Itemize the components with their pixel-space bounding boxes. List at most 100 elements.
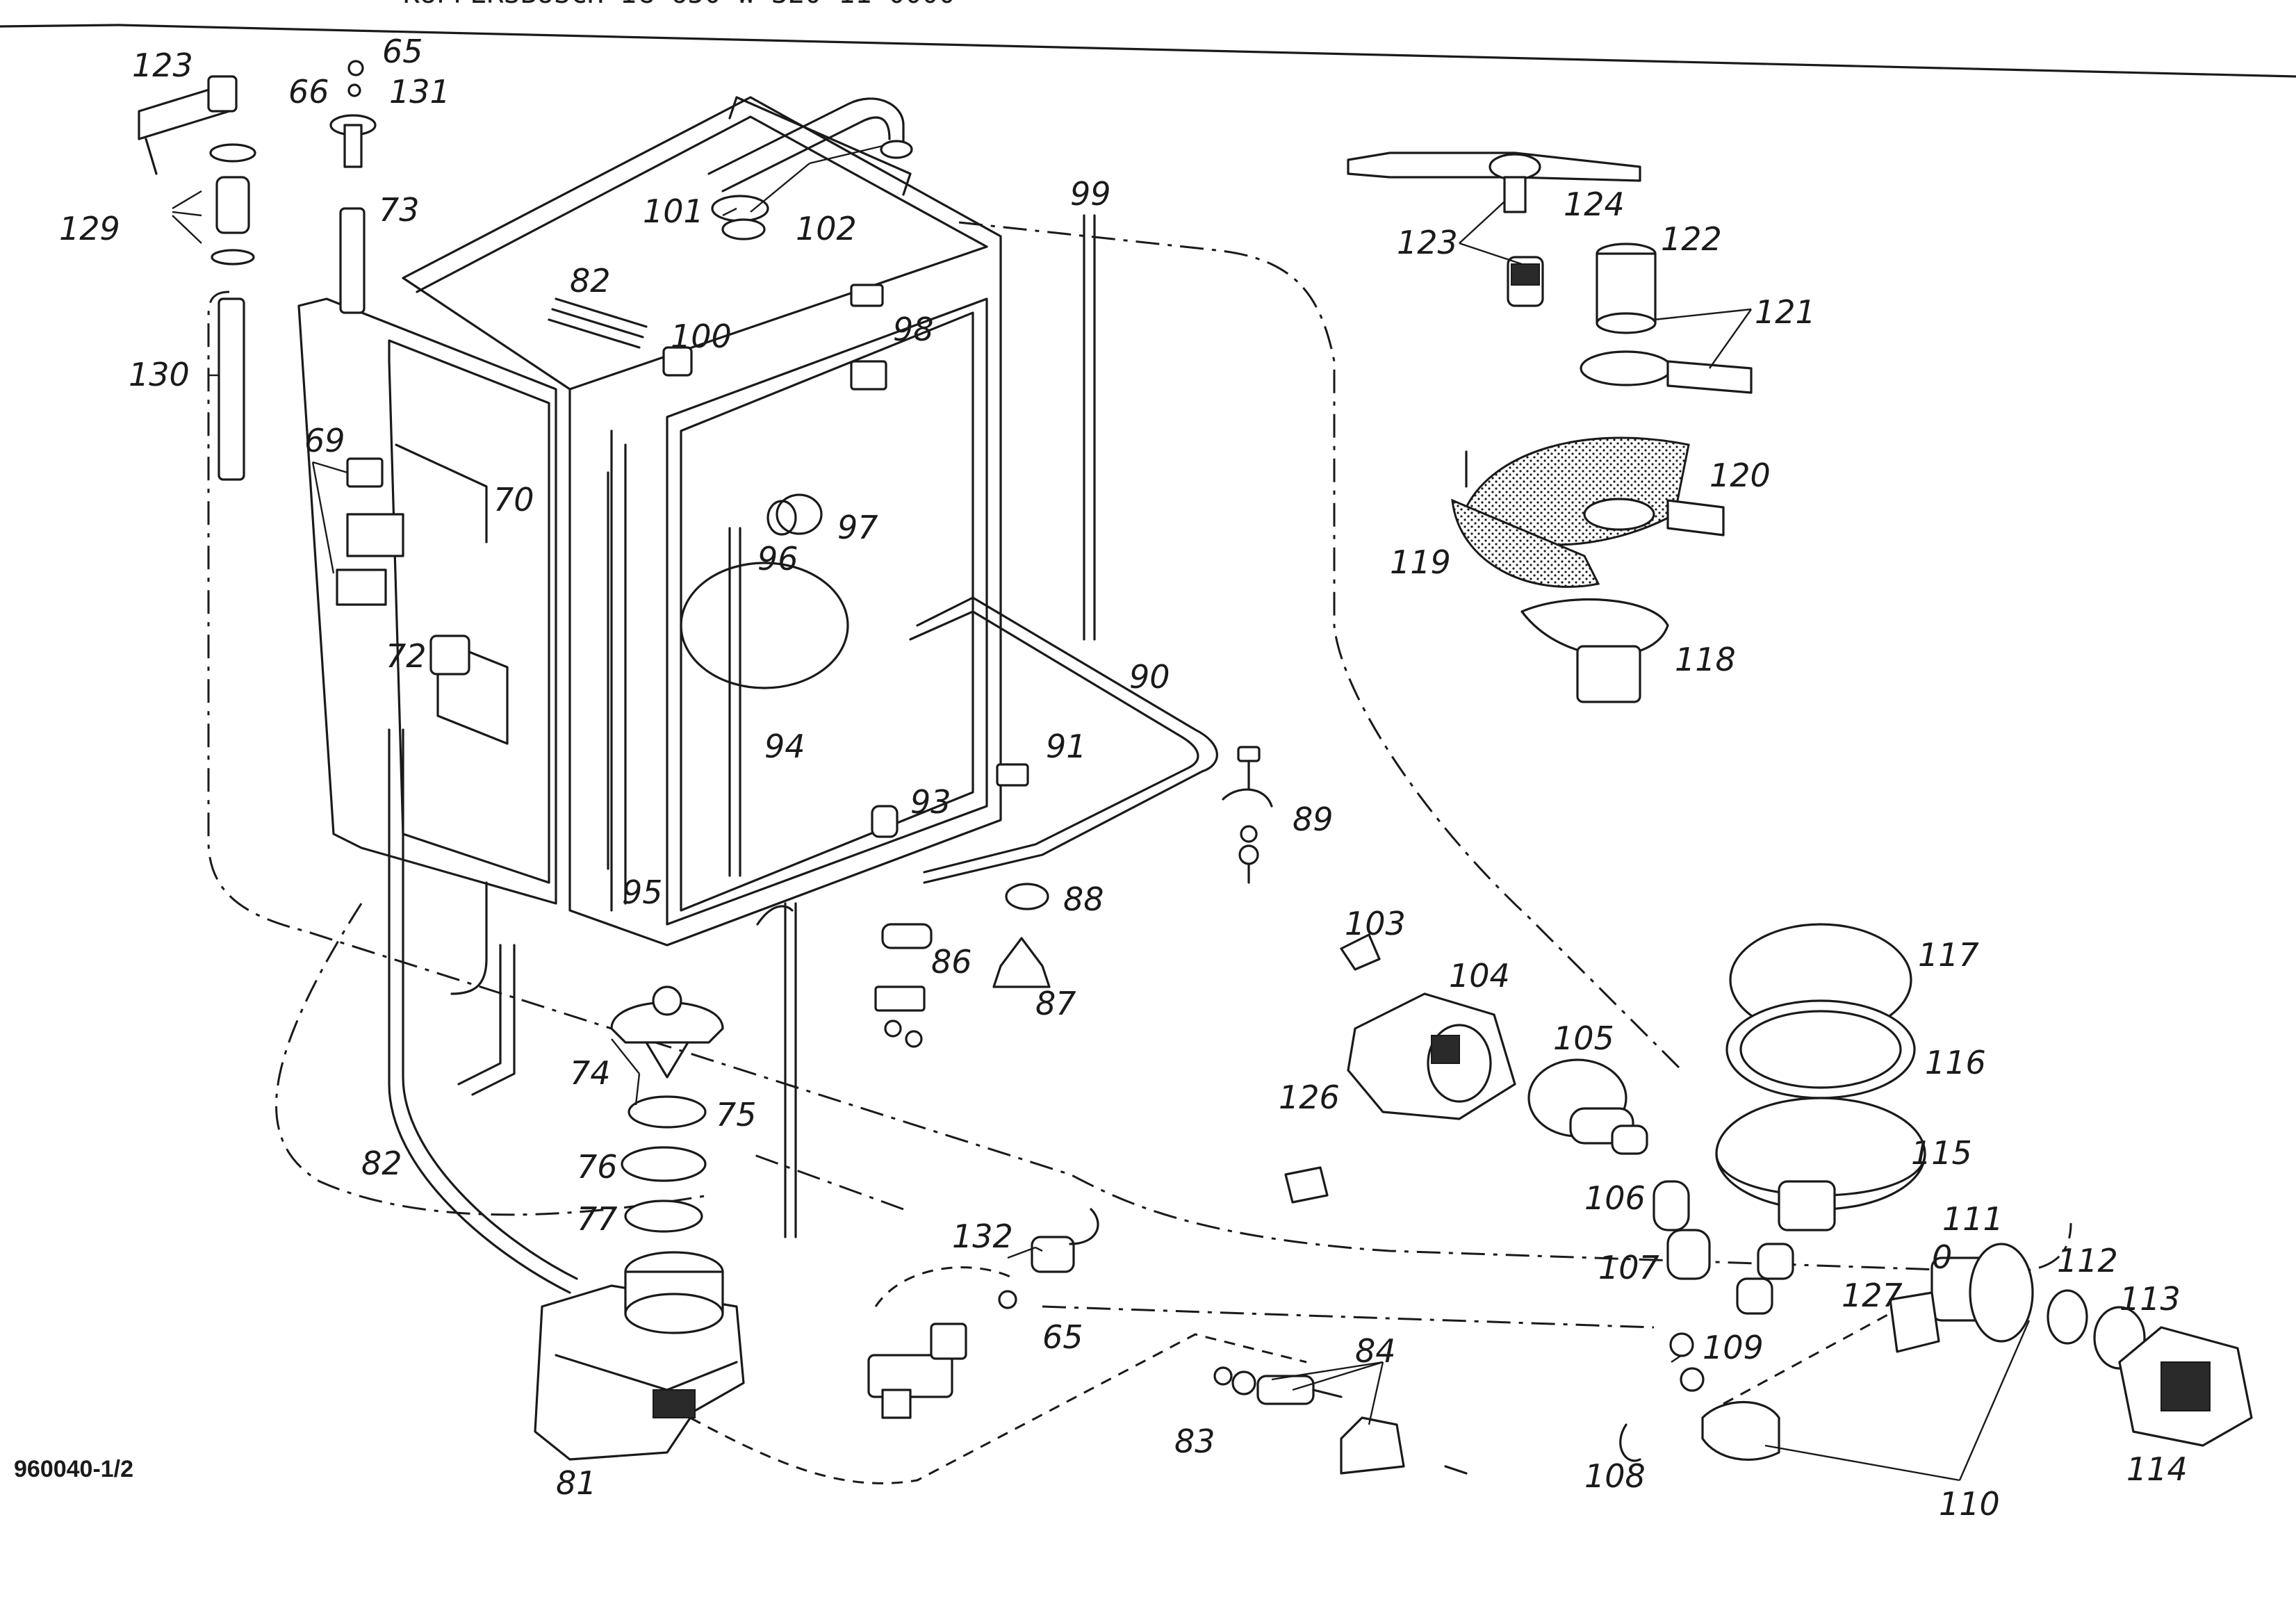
label-95: 95 [622,874,663,911]
label-109: 109 [1703,1329,1764,1366]
label-110: 110 [1939,1485,2000,1523]
part-65b-ring [998,1290,1017,1309]
label-103: 103 [1345,905,1406,942]
label-123b: 123 [1397,224,1458,261]
label-124: 124 [1564,186,1625,223]
part-132-fitting [1031,1208,1099,1273]
label-116: 116 [1925,1044,1986,1081]
label-130: 130 [129,356,190,393]
label-96: 96 [757,540,798,578]
part-89-screw [1222,746,1273,884]
part-127-gasket [1889,1291,1940,1353]
part-109b [1680,1367,1705,1392]
part-130-tube [208,297,245,481]
label-99: 99 [1070,175,1111,213]
part-75-ring [628,1095,707,1129]
label-98: 98 [893,311,934,348]
label-132: 132 [952,1218,1013,1255]
part-118-cup [1576,645,1641,703]
heating-element-90 [909,596,1218,884]
part-107-hose [1666,1229,1711,1280]
part-114-motor [2118,1326,2253,1447]
part-96 [766,500,797,536]
part-116-gasket [1725,999,1916,1099]
header-rule [0,24,2296,78]
part-103 [1340,933,1381,971]
label-106: 106 [1584,1179,1646,1217]
part-120-tab [1666,499,1725,537]
label-82b: 82 [361,1145,402,1182]
part-105-pump [1527,1058,1648,1155]
label-107: 107 [1598,1249,1659,1286]
part-81-pump-housing [534,1251,745,1461]
label-117: 117 [1918,936,1979,974]
label-88: 88 [1063,881,1104,918]
part-74-cap [610,985,724,1079]
part-100 [662,346,693,377]
part-115-sump [1715,1097,1926,1315]
label-120: 120 [1709,457,1771,494]
part-76-ring [621,1146,707,1182]
label-112: 112 [2057,1242,2118,1279]
label-126: 126 [1279,1079,1340,1116]
part-valve-assembly [867,1323,967,1419]
part-91 [996,763,1029,787]
label-101: 101 [643,193,704,230]
part-labels: 123 65 66 131 73 129 130 69 70 72 82 100… [59,33,2188,1523]
label-leaders [611,145,1752,1363]
part-69-switches [311,457,404,606]
label-76: 76 [577,1148,618,1186]
label-74: 74 [570,1054,611,1092]
part-129-fitting [172,143,256,265]
label-111: 111 [1942,1200,2003,1238]
label-90: 90 [1129,658,1170,696]
label-65a: 65 [382,33,423,70]
part-98 [850,284,884,307]
part-118-filter [1520,598,1669,657]
part-109a [1669,1332,1694,1357]
part-122-sleeve [1596,243,1657,334]
label-122: 122 [1661,220,1722,258]
label-87: 87 [1035,985,1076,1022]
label-131: 131 [389,73,450,110]
label-89: 89 [1293,801,1334,838]
part-110-pump-cover [1701,1243,2034,1482]
label-93: 93 [910,783,951,821]
label-69: 69 [304,422,345,459]
label-72: 72 [386,637,427,675]
part-93 [871,805,899,838]
part-82-strip [548,297,648,349]
label-82a: 82 [570,262,611,300]
label-105: 105 [1553,1020,1614,1057]
label-129: 129 [59,210,120,247]
part-98b [850,360,887,391]
label-94: 94 [764,728,805,765]
label-66: 66 [288,73,329,110]
part-104-motor [1347,992,1516,1120]
label-121: 121 [1755,293,1816,331]
part-123b-hub [1507,256,1544,307]
part-123-clip [138,75,238,175]
part-88 [1005,883,1049,910]
part-84-fitting [1213,1361,1468,1475]
label-119: 119 [1390,543,1451,581]
part-121-seal [1580,350,1753,394]
part-97 [776,493,823,535]
label-91: 91 [1046,728,1087,765]
label-zero: 0 [1932,1238,1952,1276]
document-number: 960040-1/2 [14,1456,133,1482]
part-112 [2047,1289,2088,1345]
part-124-spray-arm [1347,152,1641,213]
label-113: 113 [2119,1280,2181,1318]
label-108: 108 [1584,1457,1646,1495]
label-114: 114 [2126,1450,2188,1488]
label-97: 97 [837,509,878,546]
part-86-clips [874,985,926,1048]
label-65b: 65 [1042,1318,1083,1356]
assembly-outline [207,221,2072,1484]
hoses [388,728,797,1294]
label-118: 118 [1675,641,1736,678]
tub-cabinet [297,96,1096,947]
label-84: 84 [1355,1332,1396,1370]
part-119-filter [1451,498,1600,588]
